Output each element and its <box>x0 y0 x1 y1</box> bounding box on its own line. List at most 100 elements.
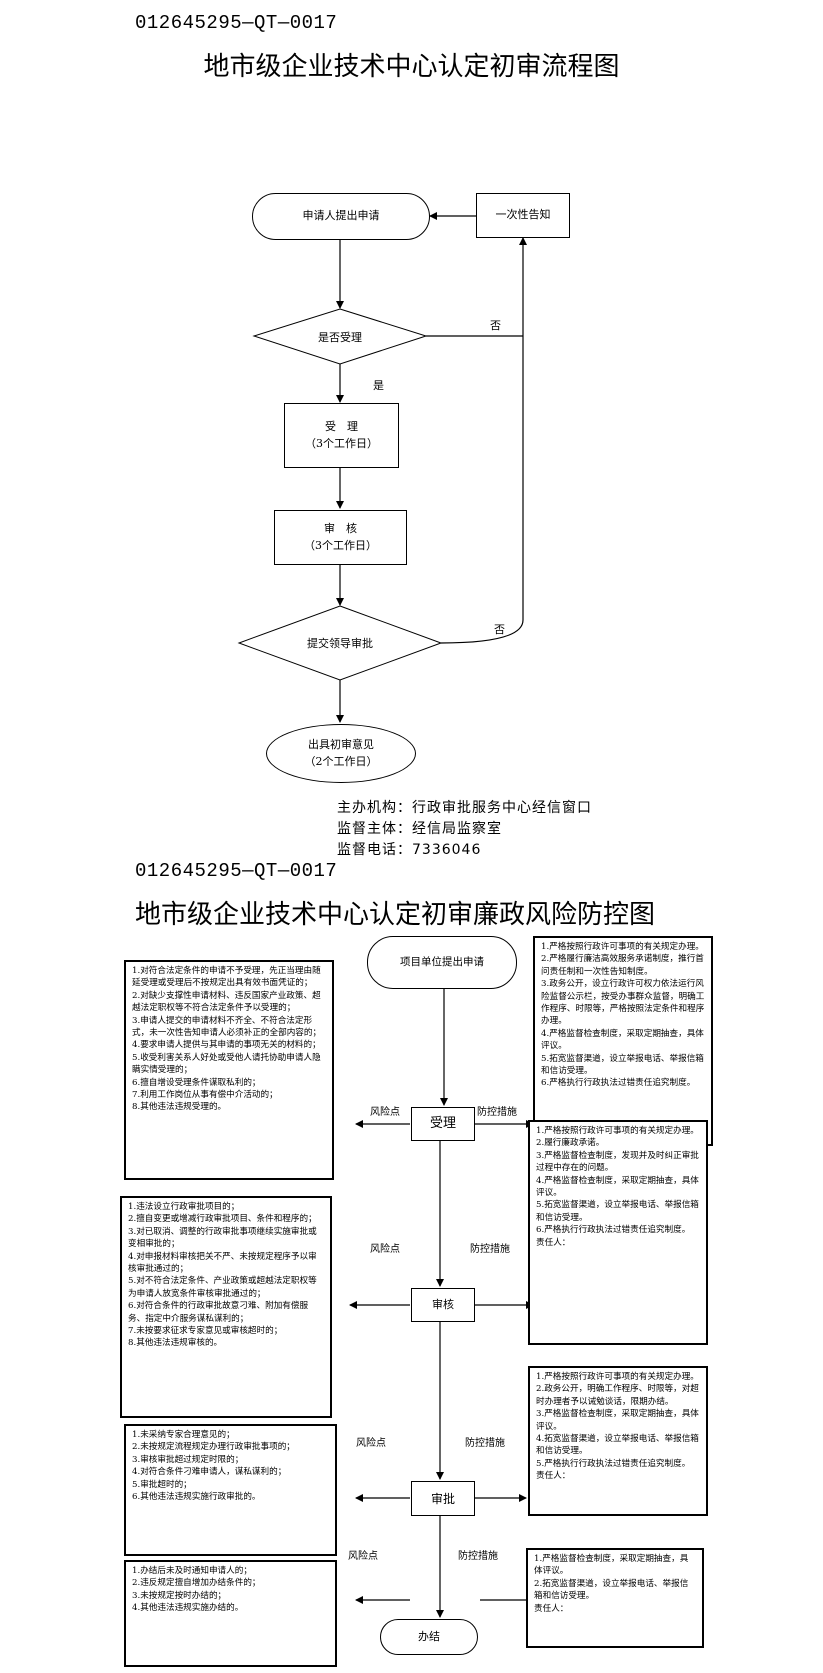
list-item: 4.要求申请人提供与其申请的事项无关的材料的； <box>132 1040 321 1051</box>
doc-number-2: 012645295—QT—0017 <box>135 860 338 882</box>
list-item: 1.严格按照行政许可事项的有关规定办理。 <box>541 942 704 952</box>
list-item: 1.严格监督检查制度，采取定期抽查，具体评议。 <box>534 1554 689 1577</box>
list-item: 3.政务公开，设立行政许可权力依法运行风险监督公示栏，按受办事群众监督，明确工作… <box>541 979 705 1027</box>
list-item: 5.严格执行行政执法过错责任追究制度。 <box>536 1458 691 1469</box>
doc-number: 012645295—QT—0017 <box>135 12 338 34</box>
opinion-end-node: 出具初审意见 （2个工作日） <box>266 724 416 783</box>
risk-label-review: 风险点 <box>370 1244 400 1255</box>
step-accept: 受理 <box>411 1107 475 1141</box>
measure-label-review: 防控措施 <box>470 1244 510 1255</box>
risk-label-approve: 风险点 <box>356 1438 386 1449</box>
list-item: 责任人： <box>536 1237 571 1248</box>
list-item: 2.政务公开，明确工作程序、时限等，对超时办理者予以诫勉谈话，限期办结。 <box>536 1384 699 1407</box>
list-item: 4.对申报材料审核把关不严、未按规定程序予以审核审批通过的； <box>128 1251 317 1275</box>
risk-label-accept: 风险点 <box>370 1107 400 1118</box>
list-item: 1.严格按照行政许可事项的有关规定办理。 <box>536 1372 699 1382</box>
list-item: 2.违反规定擅自增加办结条件的； <box>132 1578 261 1589</box>
risk-chart-title: 地市级企业技术中心认定初审廉政风险防控图 <box>135 900 656 930</box>
step-approve: 审批 <box>411 1481 475 1516</box>
list-item: 2.擅自变更或增减行政审批项目、条件和程序的； <box>128 1214 317 1225</box>
list-item: 6.其他违法违规实施行政审批的。 <box>132 1492 261 1503</box>
list-item: 5.拓宽监督渠道，设立举报电话、举报信箱和信访受理。 <box>541 1053 704 1077</box>
list-item: 6.严格执行行政执法过错责任追究制度。 <box>536 1225 691 1236</box>
list-item: 5.审批超时的； <box>132 1479 192 1490</box>
list-item: 3.审核审批超过规定时限的； <box>132 1454 244 1465</box>
branch-no-label-2: 否 <box>494 623 505 636</box>
risk-label-finish: 风险点 <box>348 1551 378 1562</box>
branch-no-label-1: 否 <box>490 319 501 332</box>
review-box: 审 核 （3个工作日） <box>274 510 407 565</box>
list-item: 6.擅自增设受理条件谋取私利的； <box>132 1077 261 1088</box>
accept-label: 受 理 <box>325 420 358 433</box>
decision-accept: 是否受理 <box>254 309 426 364</box>
info-organizer: 主办机构：行政审批服务中心经信窗口 <box>337 800 592 816</box>
measure-label-approve: 防控措施 <box>465 1438 505 1449</box>
list-item: 2.严格履行廉洁高效服务承诺制度，推行首问责任制和一次性告知制度。 <box>541 954 704 977</box>
list-item: 5.拓宽监督渠道，设立举报电话、举报信箱和信访受理。 <box>536 1200 699 1223</box>
risk-box-approve: 1.未采纳专家合理意见的；2.未按规定流程规定办理行政审批事项的；3.审核审批超… <box>124 1424 337 1556</box>
start-node-label: 申请人提出申请 <box>302 209 380 223</box>
list-item: 5.对不符合法定条件、产业政策或超越法定职权等为申请人放宽条件审核审批通过的； <box>128 1276 317 1299</box>
measure-label-accept: 防控措施 <box>477 1107 517 1118</box>
step-finish-label: 办结 <box>418 1629 440 1643</box>
list-item: 5.收受利害关系人好处或受他人请托协助申请人隐瞒实情受理的； <box>132 1052 321 1076</box>
measure-box-review: 1.严格按照行政许可事项的有关规定办理。2.履行廉政承诺。3.严格监督检查制度，… <box>528 1120 708 1345</box>
list-item: 3.申请人提交的申请材料不齐全、不符合法定形式，未一次性告知申请人必须补正的全部… <box>132 1015 322 1039</box>
step-review: 审核 <box>411 1288 475 1322</box>
opinion-days: （2个工作日） <box>304 754 378 768</box>
measure-label-finish: 防控措施 <box>458 1551 498 1562</box>
flowchart-title: 地市级企业技术中心认定初审流程图 <box>203 52 620 82</box>
measure-box-approve: 1.严格按照行政许可事项的有关规定办理。 2.政务公开，明确工作程序、时限等，对超… <box>528 1366 708 1516</box>
list-item: 1.违法设立行政审批项目的； <box>128 1202 240 1212</box>
list-item: 4.拓宽监督渠道，设立举报电话、举报信箱和信访受理。 <box>536 1434 699 1457</box>
decision-submit-leader: 提交领导审批 <box>239 606 441 680</box>
step-accept-label: 受理 <box>429 1116 456 1132</box>
list-item: 1.严格按照行政许可事项的有关规定办理。 <box>536 1126 699 1136</box>
list-item: 7.利用工作岗位从事有偿中介活动的； <box>132 1090 278 1101</box>
step-review-label: 审核 <box>432 1297 454 1311</box>
list-item: 2.未按规定流程规定办理行政审批事项的； <box>132 1442 295 1453</box>
risk-start-label: 项目单位提出申请 <box>400 955 484 968</box>
list-item: 6.对符合条件的行政审批故意刁难、附加有偿服务、指定中介服务谋私谋利的； <box>128 1301 309 1324</box>
start-node-apply: 申请人提出申请 <box>252 193 430 240</box>
list-item: 3.严格监督检查制度，采取定期抽查，具体评议。 <box>536 1409 699 1432</box>
list-item: 3.未按规定按时办结的； <box>132 1590 227 1601</box>
risk-box-finish: 1.办结后未及时通知申请人的； 2.违反规定擅自增加办结条件的；3.未按规定按时办… <box>124 1560 337 1667</box>
notice-label: 一次性告知 <box>495 208 551 222</box>
list-item: 4.对符合条件刁难申请人，谋私谋利的； <box>132 1467 287 1478</box>
submit-label: 提交领导审批 <box>307 637 373 650</box>
step-finish: 办结 <box>380 1619 478 1655</box>
info-supervisor: 监督主体：经信局监察室 <box>337 821 502 837</box>
branch-yes-label: 是 <box>373 379 384 392</box>
info-phone: 监督电话：7336046 <box>337 842 482 858</box>
accept-days: （3个工作日） <box>305 436 378 450</box>
list-item: 4.其他违法违规实施办结的。 <box>132 1603 244 1614</box>
accept-box: 受 理 （3个工作日） <box>284 403 399 468</box>
measure-box-finish: 1.严格监督检查制度，采取定期抽查，具体评议。2.拓宽监督渠道，设立举报电话、举… <box>526 1548 704 1648</box>
list-item: 1.对符合法定条件的申请不予受理，先正当理由随延受理或受理后不按规定出具有效书面… <box>132 966 321 989</box>
one-time-notice-box: 一次性告知 <box>476 193 570 238</box>
list-item: 4.严格监督检查制度，采取定期抽查，具体评议。 <box>541 1028 704 1052</box>
list-item: 8.其他违法违规审核的。 <box>128 1338 223 1349</box>
measure-box-accept: 1.严格按照行政许可事项的有关规定办理。 2.严格履行廉洁高效服务承诺制度，推行首… <box>533 936 713 1146</box>
list-item: 7.未按要求征求专家意见或审核超时的； <box>128 1326 283 1337</box>
list-item: 2.拓宽监督渠道，设立举报电话、举报信箱和信访受理。 <box>534 1578 689 1602</box>
list-item: 1.办结后未及时通知申请人的； <box>132 1566 252 1576</box>
list-item: 2.对缺少支撑性申请材料、违反国家产业政策、超越法定职权等不符合法定条件予以受理… <box>132 990 321 1014</box>
decision-accept-label: 是否受理 <box>318 330 362 344</box>
list-item: 8.其他违法违规受理的。 <box>132 1102 227 1113</box>
risk-start-node: 项目单位提出申请 <box>367 936 517 989</box>
risk-box-accept: 1.对符合法定条件的申请不予受理，先正当理由随延受理或受理后不按规定出具有效书面… <box>124 960 334 1180</box>
list-item: 责任人： <box>536 1471 571 1482</box>
risk-box-review: 1.违法设立行政审批项目的； 2.擅自变更或增减行政审批项目、条件和程序的；3.对… <box>120 1196 332 1418</box>
review-label: 审 核 <box>324 522 357 535</box>
list-item: 3.严格监督检查制度，发现并及时纠正审批过程中存在的问题。 <box>536 1150 699 1174</box>
list-item: 6.严格执行行政执法过错责任追究制度。 <box>541 1078 696 1089</box>
step-approve-label: 审批 <box>430 1491 455 1506</box>
list-item: 3.对已取消、调整的行政审批事项继续实施审批或变相审批的； <box>128 1226 317 1250</box>
list-item: 4.严格监督检查制度，采取定期抽查，具体评议。 <box>536 1175 699 1199</box>
review-days: （3个工作日） <box>304 538 377 552</box>
opinion-label: 出具初审意见 <box>308 738 374 751</box>
list-item: 责任人： <box>534 1603 569 1614</box>
